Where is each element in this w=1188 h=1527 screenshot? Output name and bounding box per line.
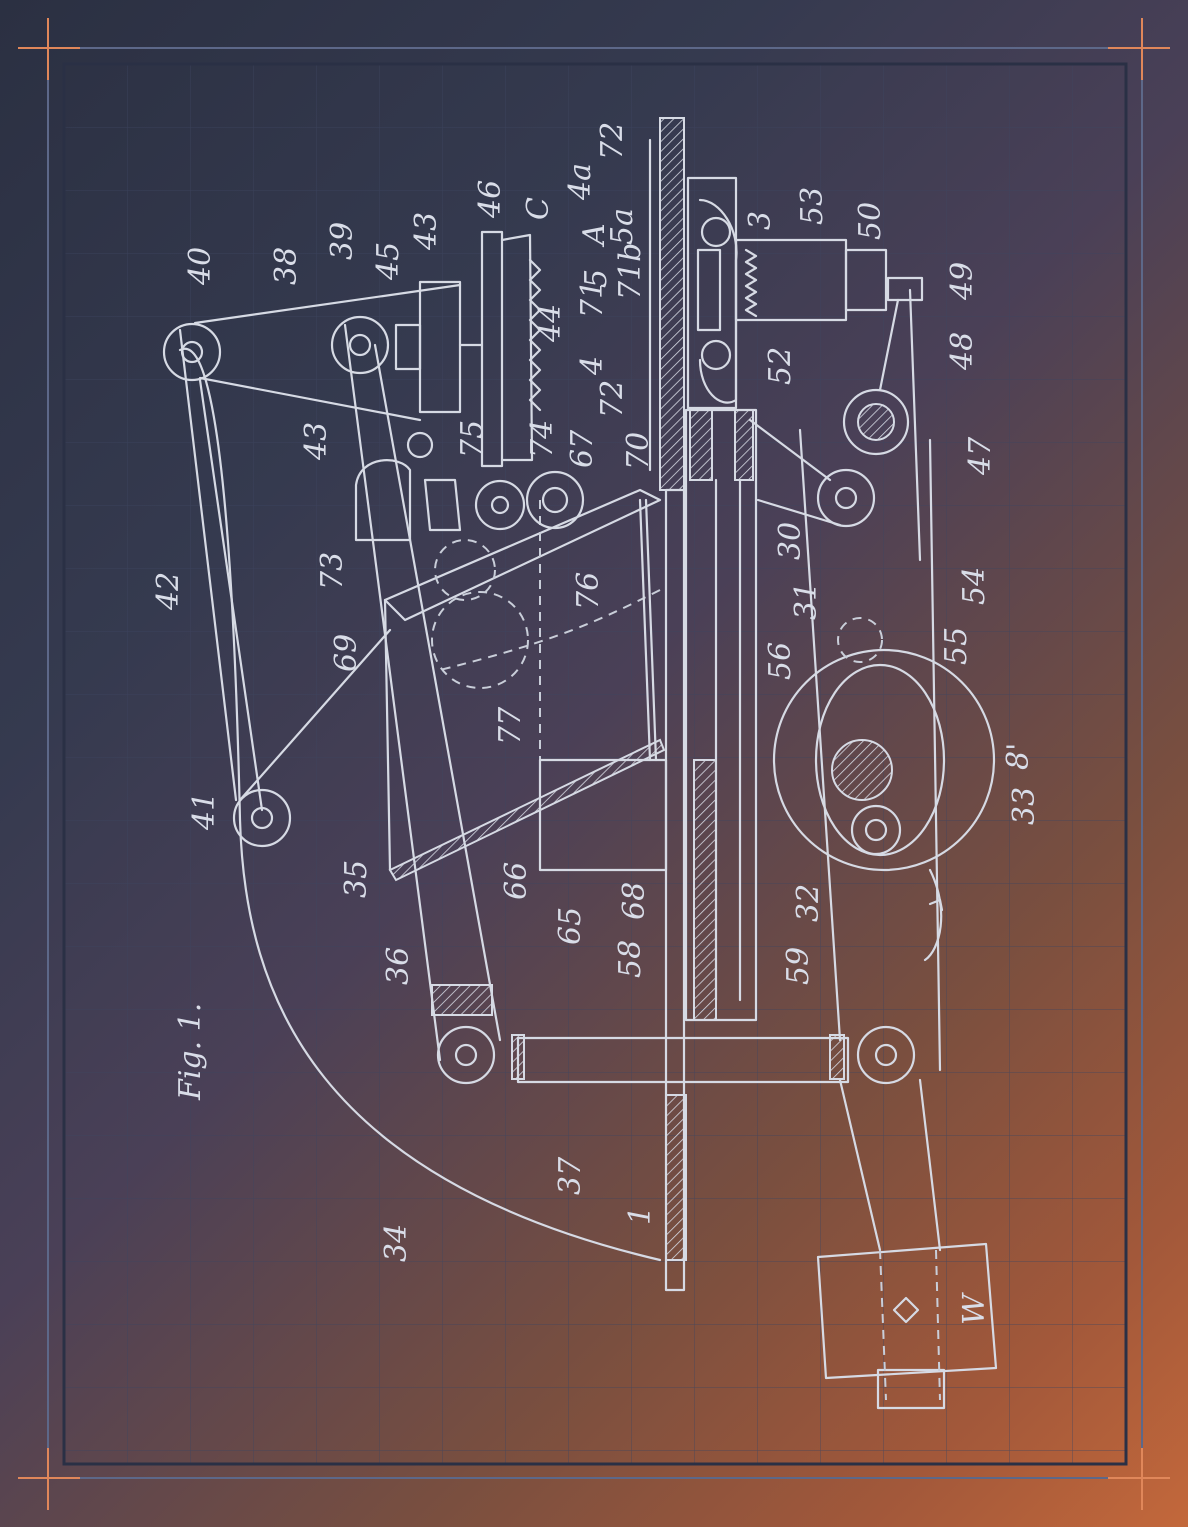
label-67: 67 [565,429,600,468]
label-5: 5 [579,269,614,288]
label-70: 70 [621,432,656,470]
label-72-top: 72 [595,122,630,160]
label-56: 56 [763,642,798,680]
label-42: 42 [151,572,186,611]
label-8prime: 8' [1001,743,1036,770]
label-77: 77 [493,706,528,745]
label-38: 38 [269,247,304,285]
label-W: W [957,1292,992,1325]
label-66: 66 [499,862,534,900]
label-59: 59 [781,947,816,985]
label-43-lower: 43 [299,422,334,461]
label-46: 46 [473,180,508,219]
label-40: 40 [183,247,218,286]
label-68: 68 [617,882,652,920]
label-76: 76 [571,572,606,610]
label-C: C [521,197,556,220]
label-71b: 71b [613,243,648,300]
die-head [394,230,542,468]
label-39: 39 [325,222,360,260]
label-53: 53 [795,187,830,225]
label-55: 55 [939,627,974,665]
label-74: 74 [525,420,560,458]
outer-frame [47,47,1143,1479]
label-36: 36 [381,947,416,985]
label-47: 47 [963,436,998,476]
label-3: 3 [743,211,778,230]
label-69: 69 [329,634,364,672]
label-33: 33 [1007,787,1042,825]
machine-drawing [162,117,998,1410]
blueprint-grid [64,64,1126,1464]
label-30: 30 [773,522,808,560]
sector-arm [178,347,662,1262]
lower-die [686,176,888,410]
label-65: 65 [553,907,588,945]
label-5a: 5a [605,208,640,245]
label-4: 4 [575,356,610,376]
label-41: 41 [187,792,222,831]
label-44: 44 [533,304,568,343]
label-71: 71 [575,280,610,318]
label-34: 34 [379,1224,414,1262]
label-72-mid: 72 [595,380,630,418]
label-73: 73 [315,552,350,590]
label-49: 49 [945,262,980,301]
label-32: 32 [791,884,826,922]
cam-lever [748,276,924,562]
base-plate [648,117,687,1292]
label-54: 54 [957,567,992,605]
slide-assembly [684,408,758,1022]
label-50: 50 [853,202,888,240]
feed-rollers [354,431,585,689]
label-31: 31 [789,582,824,620]
label-43: 43 [409,212,444,251]
label-1: 1 [623,1206,658,1225]
label-35: 35 [339,860,374,898]
label-45: 45 [371,242,406,281]
cam-assembly [772,617,996,962]
weight [816,1242,998,1410]
hopper [383,488,668,882]
figure-labels: Fig. 1. 40 38 39 45 43 46 C 4a 72 3 53 5… [151,122,1042,1325]
corner-marks [18,18,1170,1510]
label-37: 37 [553,1156,588,1195]
label-58: 58 [613,940,648,978]
label-A: A [577,223,612,248]
label-48: 48 [945,332,980,371]
label-75: 75 [455,420,490,458]
figure-title: Fig. 1. [173,1003,208,1101]
label-52: 52 [763,347,798,385]
main-lever [431,428,942,1252]
label-4a: 4a [563,163,598,201]
